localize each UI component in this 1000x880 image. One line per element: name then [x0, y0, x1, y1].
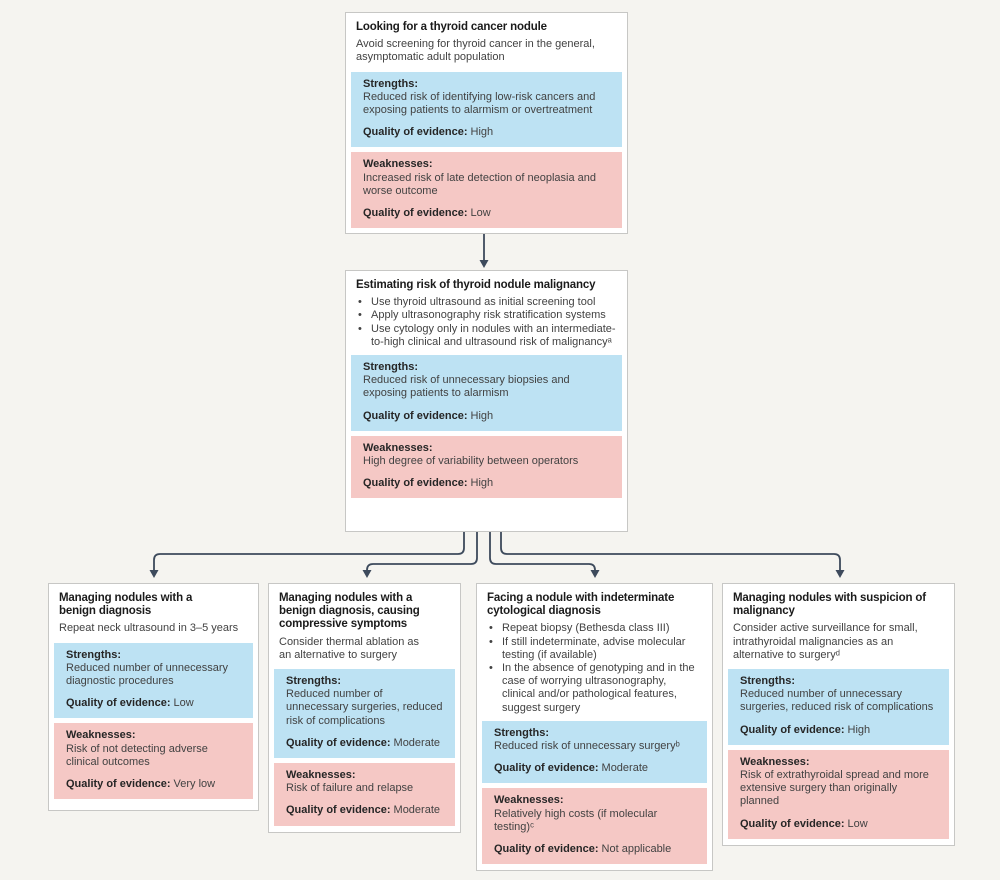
bullet-dot: •: [358, 322, 362, 335]
strengths-heading: Strengths:: [286, 675, 341, 688]
quality-of-evidence: Quality of evidence:Low: [740, 817, 868, 830]
bullet-dot: •: [489, 662, 493, 674]
weaknesses-heading: Weaknesses:: [66, 729, 136, 742]
strengths-heading: Strengths:: [66, 648, 121, 661]
box-suspicion-strengths-panel: Strengths: Reduced number of unnecessary…: [728, 669, 949, 745]
bullet-dot: •: [358, 309, 362, 322]
weaknesses-text: High degree of variability between opera…: [363, 454, 579, 467]
box-compressive-strengths-panel: Strengths: Reduced number of unnecessary…: [274, 669, 455, 758]
quality-of-evidence: Quality of evidence:High: [363, 126, 494, 139]
strengths-heading: Strengths:: [363, 77, 418, 90]
bullet-dot: •: [489, 622, 493, 635]
quality-of-evidence: Quality of evidence:High: [740, 723, 871, 736]
box-suspicion-desc: Consider active surveillance for small, …: [733, 622, 918, 661]
strengths-heading: Strengths:: [740, 675, 795, 687]
weaknesses-heading: Weaknesses:: [363, 158, 433, 171]
box-estimating-title: Estimating risk of thyroid nodule malign…: [356, 279, 596, 291]
weaknesses-heading: Weaknesses:: [286, 768, 356, 781]
quality-of-evidence: Quality of evidence:High: [363, 409, 494, 422]
weaknesses-text: Relatively high costs (if molecular test…: [494, 807, 658, 833]
box-compressive-weaknesses-panel: Weaknesses: Risk of failure and relapse …: [274, 762, 455, 826]
quality-of-evidence: Quality of evidence:Low: [363, 206, 491, 219]
quality-of-evidence: Quality of evidence:High: [363, 477, 494, 490]
box-screening-weaknesses-panel: Weaknesses: Increased risk of late detec…: [351, 152, 622, 229]
arrowhead-indeterminate: [590, 570, 600, 578]
box-screening-title: Looking for a thyroid cancer nodule: [356, 21, 547, 33]
strengths-heading: Strengths:: [494, 726, 549, 739]
connector-to-compressive: [366, 532, 478, 571]
quality-of-evidence: Quality of evidence:Moderate: [286, 736, 441, 749]
strengths-text: Reduced number of unnecessary surgeries,…: [740, 688, 934, 714]
weaknesses-text: Risk of not detecting adverse clinical o…: [66, 742, 208, 768]
box-benign: Managing nodules with a benign diagnosis…: [48, 583, 259, 811]
bullet-item: •Use cytology only in nodules with an in…: [358, 322, 616, 348]
box-benign-desc: Repeat neck ultrasound in 3–5 years: [59, 622, 239, 635]
strengths-text: Reduced risk of identifying low-risk can…: [363, 90, 596, 116]
box-estimating: Estimating risk of thyroid nodule malign…: [345, 270, 628, 532]
box-estimating-bullets: •Use thyroid ultrasound as initial scree…: [356, 296, 617, 349]
box-suspicion: Managing nodules with suspicion of malig…: [722, 583, 955, 846]
strengths-text: Reduced risk of unnecessary surgeryᵇ: [494, 739, 680, 752]
box-benign-title: Managing nodules with a benign diagnosis: [59, 592, 193, 618]
quality-of-evidence: Quality of evidence:Not applicable: [494, 842, 672, 855]
box-compressive: Managing nodules with a benign diagnosis…: [268, 583, 461, 833]
strengths-text: Reduced risk of unnecessary biopsies and…: [363, 374, 570, 400]
connector-to-benign: [153, 532, 465, 571]
strengths-heading: Strengths:: [363, 360, 418, 373]
strengths-text: Reduced number of unnecessary surgeries,…: [286, 688, 443, 727]
weaknesses-heading: Weaknesses:: [494, 794, 564, 807]
box-suspicion-weaknesses-panel: Weaknesses: Risk of extrathyroidal sprea…: [728, 749, 949, 839]
connector-to-suspicion: [500, 532, 841, 571]
bullet-item: •Apply ultrasonography risk stratificati…: [358, 309, 606, 322]
box-estimating-weaknesses-panel: Weaknesses: High degree of variability b…: [351, 435, 622, 499]
weaknesses-heading: Weaknesses:: [363, 441, 433, 454]
strengths-text: Reduced number of unnecessary diagnostic…: [66, 661, 229, 687]
bullet-item: •If still indeterminate, advise molecula…: [489, 635, 686, 661]
box-indeterminate: Facing a nodule with indeterminate cytol…: [476, 583, 713, 871]
box-estimating-strengths-panel: Strengths: Reduced risk of unnecessary b…: [351, 354, 622, 431]
box-compressive-title: Managing nodules with a benign diagnosis…: [279, 592, 420, 631]
weaknesses-text: Increased risk of late detection of neop…: [363, 171, 596, 197]
box-suspicion-title: Managing nodules with suspicion of malig…: [733, 592, 926, 618]
box-indeterminate-bullets: •Repeat biopsy (Bethesda class III) •If …: [487, 622, 702, 714]
box-screening-strengths-panel: Strengths: Reduced risk of identifying l…: [351, 71, 622, 148]
box-indeterminate-title: Facing a nodule with indeterminate cytol…: [487, 592, 675, 618]
box-indeterminate-strengths-panel: Strengths: Reduced risk of unnecessary s…: [482, 720, 707, 784]
arrowhead-suspicion: [835, 570, 845, 578]
bullet-item: •In the absence of genotyping and in the…: [489, 662, 695, 714]
quality-of-evidence: Quality of evidence:Moderate: [494, 762, 649, 775]
box-screening-desc: Avoid screening for thyroid cancer in th…: [356, 38, 595, 64]
bullet-item: •Repeat biopsy (Bethesda class III): [489, 622, 670, 635]
quality-of-evidence: Quality of evidence:Low: [66, 697, 194, 710]
quality-of-evidence: Quality of evidence:Very low: [66, 777, 216, 790]
box-benign-strengths-panel: Strengths: Reduced number of unnecessary…: [54, 642, 253, 719]
arrowhead-benign: [149, 570, 159, 578]
box-indeterminate-weaknesses-panel: Weaknesses: Relatively high costs (if mo…: [482, 788, 707, 865]
arrowhead-compressive: [362, 570, 372, 578]
bullet-dot: •: [489, 635, 493, 648]
weaknesses-text: Risk of extrathyroidal spread and more e…: [740, 768, 929, 808]
arrowhead-estimating: [479, 260, 489, 268]
weaknesses-text: Risk of failure and relapse: [286, 782, 414, 795]
box-benign-weaknesses-panel: Weaknesses: Risk of not detecting advers…: [54, 723, 253, 800]
weaknesses-heading: Weaknesses:: [740, 755, 810, 768]
bullet-item: •Use thyroid ultrasound as initial scree…: [358, 296, 596, 309]
quality-of-evidence: Quality of evidence:Moderate: [286, 804, 441, 817]
bullet-dot: •: [358, 296, 362, 309]
connector-to-indeterminate: [489, 532, 596, 571]
box-screening: Looking for a thyroid cancer nodule Avoi…: [345, 12, 628, 234]
box-compressive-desc: Consider thermal ablation as an alternat…: [279, 635, 420, 661]
